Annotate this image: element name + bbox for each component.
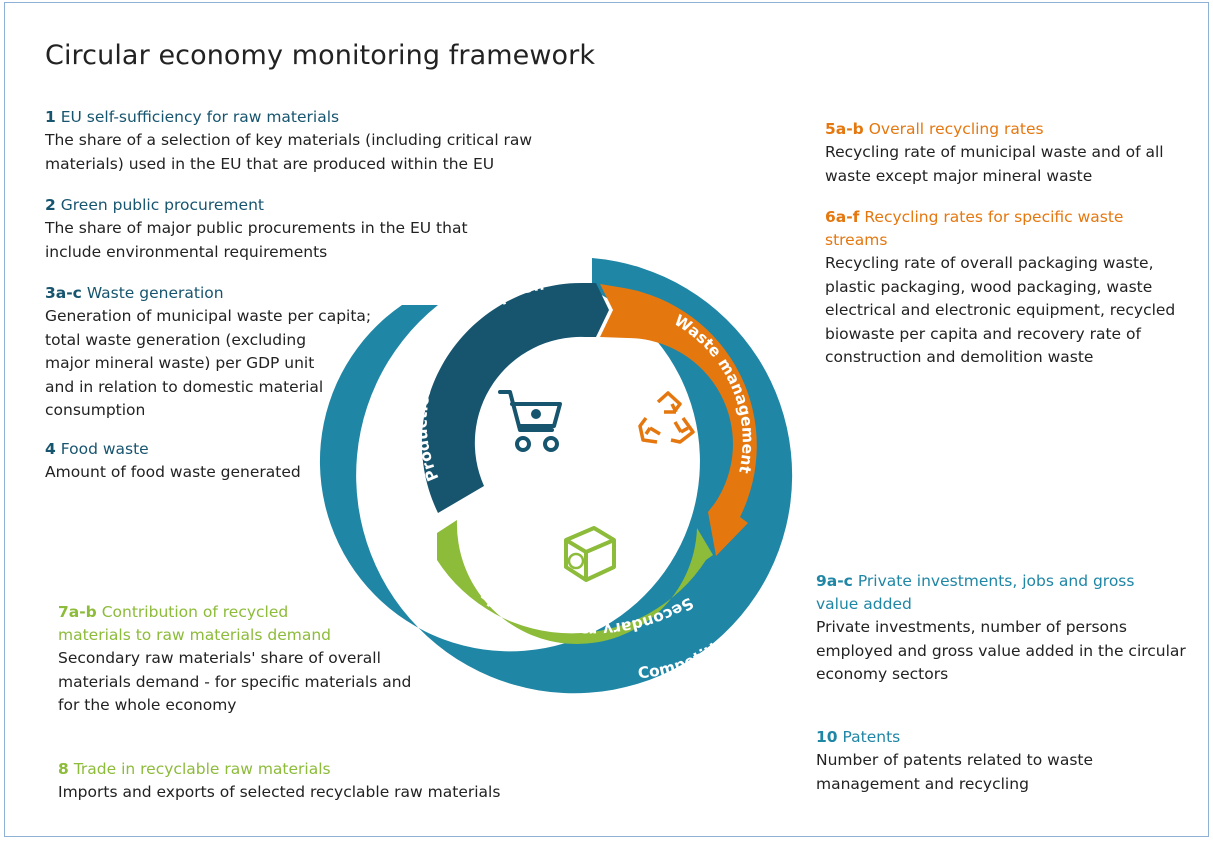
indicator-description: Number of patents related to waste manag…: [816, 749, 1093, 796]
indicator-8: 8 Trade in recyclable raw materials Impo…: [58, 758, 500, 805]
indicator-heading: 2 Green public procurement: [45, 194, 468, 217]
indicator-number: 4: [45, 440, 56, 458]
description-line: construction and demolition waste: [825, 348, 1094, 366]
description-line: Amount of food waste generated: [45, 463, 301, 481]
indicator-heading: 4 Food waste: [45, 438, 301, 461]
indicator-title: Green public procurement: [60, 196, 264, 214]
indicator-heading: 7a-b Contribution of recycled materials …: [58, 601, 411, 647]
description-line: electrical and electronic equipment, rec…: [825, 301, 1176, 319]
description-line: total waste generation (excluding: [45, 330, 307, 349]
indicator-description: Amount of food waste generated: [45, 461, 301, 485]
figure-frame: [4, 2, 1209, 837]
indicator-description: The share of major public procurements i…: [45, 217, 468, 264]
indicator-heading: 6a-f Recycling rates for specific waste …: [825, 206, 1175, 252]
description-line: waste except major mineral waste: [825, 166, 1093, 185]
indicator-number: 9a-c: [816, 572, 853, 590]
indicator-description: Generation of municipal waste per capita…: [45, 305, 371, 423]
description-line: economy sectors: [816, 665, 949, 683]
indicator-heading: 3a-c Waste generation: [45, 282, 371, 305]
indicator-number: 10: [816, 728, 838, 746]
indicator-title: Contribution of recycled: [101, 603, 289, 621]
description-line: Recycling rate of overall packaging wast…: [825, 254, 1154, 272]
indicator-title: value added: [816, 595, 912, 613]
indicator-heading: 8 Trade in recyclable raw materials: [58, 758, 500, 781]
indicator-3: 3a-c Waste generation Generation of muni…: [45, 282, 371, 423]
indicator-2: 2 Green public procurement The share of …: [45, 194, 468, 264]
indicator-description: Secondary raw materials' share of overal…: [58, 647, 411, 718]
description-line: Imports and exports of selected recyclab…: [58, 783, 501, 801]
indicator-title: Patents: [842, 728, 901, 746]
description-line: biowaste per capita and recovery rate of: [825, 324, 1141, 343]
indicator-number: 8: [58, 760, 69, 778]
indicator-title: Food waste: [60, 440, 149, 458]
indicator-7: 7a-b Contribution of recycled materials …: [58, 601, 411, 718]
indicator-number: 5a-b: [825, 120, 864, 138]
recycled-box-icon: [564, 526, 616, 582]
indicator-5: 5a-b Overall recycling rates Recycling r…: [825, 118, 1164, 188]
indicator-description: Imports and exports of selected recyclab…: [58, 781, 500, 805]
indicator-title: Waste generation: [86, 284, 224, 302]
description-line: for the whole economy: [58, 696, 237, 714]
waste-management-arc: [600, 284, 757, 556]
indicator-number: 2: [45, 196, 56, 214]
production-consumption-arc: [421, 282, 609, 513]
indicator-heading: 9a-c Private investments, jobs and gross…: [816, 570, 1186, 616]
indicator-4: 4 Food waste Amount of food waste genera…: [45, 438, 301, 485]
indicator-title: materials to raw materials demand: [58, 626, 331, 644]
shopping-cart-icon: [498, 390, 562, 452]
description-line: employed and gross value added in the ci…: [816, 641, 1186, 660]
description-line: Secondary raw materials' share of overal…: [58, 649, 381, 667]
indicator-number: 1: [45, 108, 56, 126]
description-line: Generation of municipal waste per capita…: [45, 307, 372, 325]
description-line: Recycling rate of municipal waste and of…: [825, 143, 1164, 161]
description-line: Number of patents related to waste: [816, 751, 1094, 769]
indicator-title: Recycling rates for specific waste: [864, 208, 1124, 226]
indicator-number: 3a-c: [45, 284, 82, 302]
indicator-description: The share of a selection of key material…: [45, 129, 532, 176]
indicator-heading: 5a-b Overall recycling rates: [825, 118, 1164, 141]
indicator-heading: 10 Patents: [816, 726, 1093, 749]
indicator-description: Private investments, number of persons e…: [816, 616, 1186, 687]
indicator-description: Recycling rate of municipal waste and of…: [825, 141, 1164, 188]
indicator-number: 7a-b: [58, 603, 97, 621]
indicator-description: Recycling rate of overall packaging wast…: [825, 252, 1175, 370]
description-line: major mineral waste) per GDP unit: [45, 354, 315, 372]
indicator-number: 6a-f: [825, 208, 860, 226]
description-line: materials demand - for specific material…: [58, 672, 412, 691]
description-line: materials) used in the EU that are produ…: [45, 154, 495, 173]
description-line: The share of major public procurements i…: [45, 219, 468, 237]
description-line: management and recycling: [816, 774, 1029, 793]
indicator-heading: 1 EU self-sufficiency for raw materials: [45, 106, 532, 129]
indicator-title: Overall recycling rates: [868, 120, 1044, 138]
indicator-title: EU self-sufficiency for raw materials: [60, 108, 340, 126]
description-line: consumption: [45, 401, 146, 419]
indicator-title: Private investments, jobs and gross: [857, 572, 1135, 590]
description-line: The share of a selection of key material…: [45, 131, 533, 149]
description-line: Private investments, number of persons: [816, 618, 1127, 636]
page-title: Circular economy monitoring framework: [45, 40, 596, 71]
description-line: and in relation to domestic material: [45, 377, 324, 396]
description-line: plastic packaging, wood packaging, waste: [825, 277, 1153, 296]
indicator-10: 10 Patents Number of patents related to …: [816, 726, 1093, 796]
indicator-1: 1 EU self-sufficiency for raw materials …: [45, 106, 532, 176]
competitiveness-ring: [319, 258, 793, 694]
indicator-title: streams: [825, 231, 888, 249]
indicator-9: 9a-c Private investments, jobs and gross…: [816, 570, 1186, 687]
indicator-title: Trade in recyclable raw materials: [73, 760, 331, 778]
indicator-6: 6a-f Recycling rates for specific waste …: [825, 206, 1175, 370]
description-line: include environmental requirements: [45, 242, 328, 261]
recycle-icon: [638, 391, 695, 444]
